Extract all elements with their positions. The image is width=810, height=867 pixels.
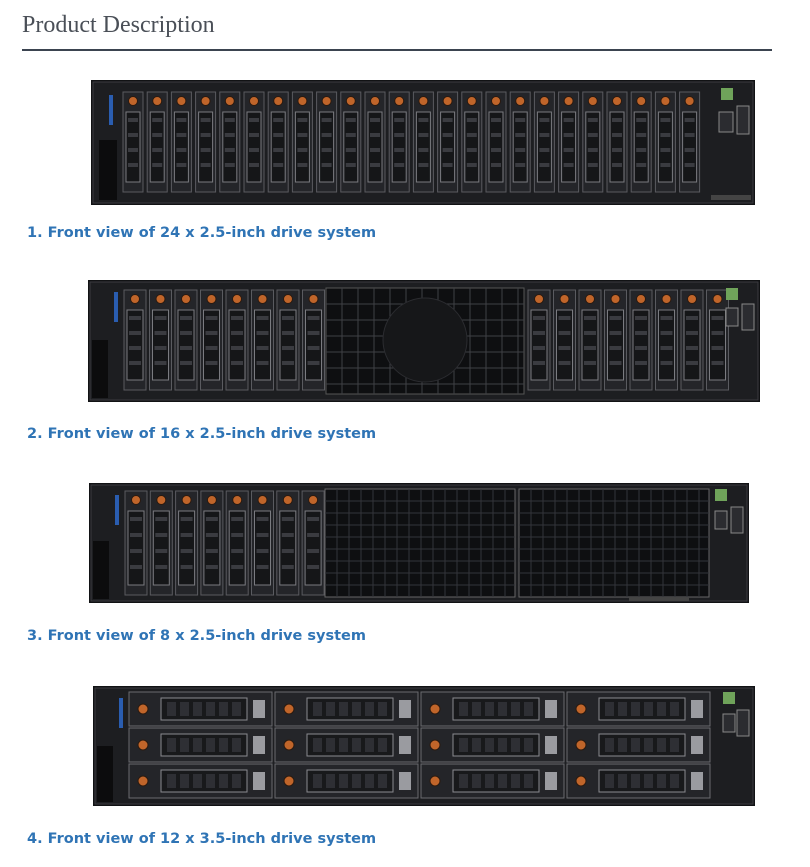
drive-bay bbox=[578, 289, 602, 391]
drive-bay bbox=[340, 91, 362, 193]
drive-bay bbox=[291, 91, 313, 193]
server-24x25-image bbox=[91, 80, 755, 205]
figure-caption-3: 3. Front view of 8 x 2.5-inch drive syst… bbox=[27, 628, 366, 644]
figure-caption-1: 1. Front view of 24 x 2.5-inch drive sys… bbox=[27, 225, 377, 241]
drive-bay bbox=[225, 490, 249, 596]
drive-bay bbox=[316, 91, 338, 193]
drive-bay bbox=[276, 289, 300, 391]
drive-bay bbox=[388, 91, 410, 193]
drive-bay bbox=[461, 91, 483, 193]
drive-bay bbox=[509, 91, 531, 193]
drive-bay bbox=[170, 91, 192, 193]
title-divider bbox=[22, 49, 772, 51]
drive-bay bbox=[558, 91, 580, 193]
drive-bay bbox=[566, 763, 711, 799]
drive-bay bbox=[706, 289, 729, 391]
drive-bay bbox=[606, 91, 628, 193]
drive-bay bbox=[680, 289, 704, 391]
drive-bay bbox=[128, 691, 273, 727]
drive-bay bbox=[128, 763, 273, 799]
drive-bay bbox=[629, 289, 653, 391]
drive-bay bbox=[553, 289, 576, 391]
drive-bay bbox=[420, 763, 565, 799]
drive-bay bbox=[527, 289, 551, 391]
drive-bay bbox=[276, 490, 300, 596]
drive-bay bbox=[412, 91, 434, 193]
drive-bay bbox=[251, 490, 274, 596]
drive-bay bbox=[654, 91, 676, 193]
drive-bay bbox=[420, 691, 565, 727]
drive-bay bbox=[195, 91, 217, 193]
drive-bay bbox=[274, 727, 419, 763]
drive-bay bbox=[437, 91, 459, 193]
drive-bay bbox=[128, 727, 273, 763]
drive-bay bbox=[251, 289, 274, 391]
drive-bay bbox=[149, 289, 172, 391]
drive-bay bbox=[655, 289, 678, 391]
server-8x25-image bbox=[89, 483, 749, 603]
drive-bay bbox=[566, 691, 711, 727]
figure-caption-2: 2. Front view of 16 x 2.5-inch drive sys… bbox=[27, 426, 377, 442]
drive-bay bbox=[420, 727, 565, 763]
drive-bay bbox=[175, 490, 199, 596]
drive-bay bbox=[274, 691, 419, 727]
drive-bay bbox=[604, 289, 627, 391]
page-title: Product Description bbox=[22, 12, 215, 38]
drive-bay bbox=[267, 91, 289, 193]
drive-bay bbox=[630, 91, 652, 193]
drive-bay bbox=[364, 91, 386, 193]
drive-bay bbox=[566, 727, 711, 763]
server-16x25-image bbox=[88, 280, 760, 402]
drive-bay bbox=[146, 91, 168, 193]
drive-bay bbox=[174, 289, 198, 391]
drive-bay bbox=[200, 490, 224, 596]
drive-bay bbox=[225, 289, 249, 391]
drive-bay bbox=[123, 289, 147, 391]
drive-bay bbox=[122, 91, 144, 193]
server-12x35-image bbox=[93, 686, 755, 806]
drive-bay bbox=[302, 289, 325, 391]
drive-bay bbox=[274, 763, 419, 799]
drive-bay bbox=[485, 91, 507, 193]
drive-bay bbox=[243, 91, 265, 193]
drive-bay bbox=[301, 490, 325, 596]
drive-bay bbox=[149, 490, 173, 596]
drive-bay bbox=[200, 289, 223, 391]
drive-bay bbox=[124, 490, 148, 596]
drive-bay bbox=[533, 91, 555, 193]
drive-bay bbox=[219, 91, 241, 193]
drive-bay bbox=[679, 91, 701, 193]
figure-caption-4: 4. Front view of 12 x 3.5-inch drive sys… bbox=[27, 831, 377, 847]
drive-bay bbox=[582, 91, 604, 193]
